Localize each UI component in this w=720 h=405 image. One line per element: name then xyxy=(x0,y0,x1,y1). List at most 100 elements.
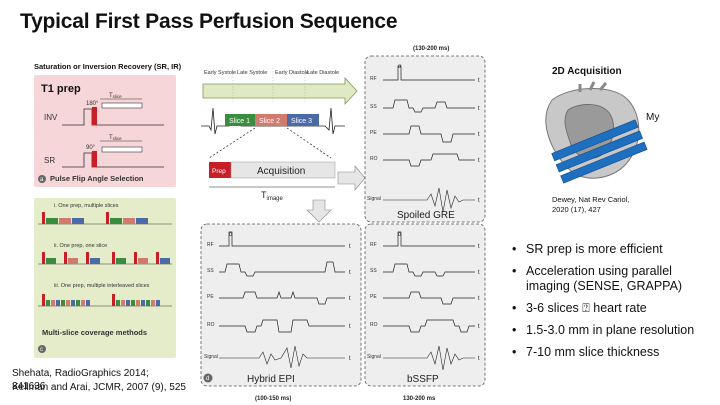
bssfp-ro xyxy=(383,319,475,333)
hybrid-epi-label: Hybrid EPI xyxy=(247,374,295,385)
myo-label: Myo xyxy=(646,112,660,123)
row3-label: iii. One prep, multiple interleaved slic… xyxy=(54,283,150,289)
spoiled-gre-box xyxy=(364,55,486,223)
spoiled-rf xyxy=(383,65,475,81)
hybrid-time-label: (100-150 ms) xyxy=(255,396,291,402)
vessel-stubs xyxy=(578,81,608,92)
bssfp-signal xyxy=(383,345,475,371)
panel-c-tag-circle xyxy=(38,345,46,353)
spoiled-ro xyxy=(383,153,475,167)
acquisition-2d-heading: 2D Acquisition xyxy=(552,66,622,77)
svg-text:t: t xyxy=(349,296,351,302)
tslice-label-inv: Tslice xyxy=(109,93,122,99)
bssfp-box xyxy=(364,223,486,387)
citation-shehata-pages: 341636 xyxy=(12,381,46,392)
sr-label: SR xyxy=(44,156,55,165)
zoom-line-left xyxy=(208,127,256,159)
multi-slice-figure: i. One prep, multiple slices ii. One pre… xyxy=(38,203,172,353)
row2-sequence xyxy=(38,252,172,265)
svg-text:RO: RO xyxy=(207,322,215,328)
zoom-line-right xyxy=(286,127,332,159)
svg-text:t: t xyxy=(478,244,480,250)
arrow-to-hybrid xyxy=(306,199,332,223)
dewey-citation-line2: 2020 (17), 427 xyxy=(552,205,601,214)
inv-prep-pulse xyxy=(92,107,97,125)
arrow-to-spoiled xyxy=(337,165,366,191)
svg-text:t: t xyxy=(478,270,480,276)
svg-text:t: t xyxy=(478,106,480,112)
slice-1-block xyxy=(225,114,255,126)
svg-text:PE: PE xyxy=(370,294,377,300)
slice-3-label: Slice 3 xyxy=(291,118,312,125)
bullet-item: Acceleration using parallel imaging (SEN… xyxy=(512,264,717,294)
sr-waveform xyxy=(62,152,164,168)
spoiled-row-labels: RF SS PE RO Signal xyxy=(367,76,381,202)
row1-label: i. One prep, multiple slices xyxy=(54,203,119,209)
angle-90-label: 90° xyxy=(86,145,96,151)
bssfp-label: bSSFP xyxy=(407,374,439,385)
panel-d-tag-circle xyxy=(203,373,213,383)
inv-waveform xyxy=(62,108,164,126)
slice-3-block xyxy=(287,114,319,126)
key-points-list: SR prep is more efficient Acceleration u… xyxy=(512,242,717,367)
t1-prep-label: T1 prep xyxy=(41,83,81,95)
dewey-citation: Dewey, Nat Rev Cariol, 2020 (17), 427 xyxy=(552,195,629,215)
acquisition-block xyxy=(230,161,336,179)
phase-late-diastole: Late Diastole xyxy=(307,70,339,76)
svg-text:t: t xyxy=(478,198,480,204)
slice-band-1 xyxy=(551,119,639,162)
prep-block xyxy=(209,162,231,178)
phase-late-systole: Late Systole xyxy=(237,70,267,76)
hybrid-epi-box xyxy=(200,223,362,387)
dewey-citation-line1: Dewey, Nat Rev Cariol, xyxy=(552,195,630,204)
acquisition-label: Acquisition xyxy=(257,166,305,177)
bssfp-pe xyxy=(383,291,475,305)
bssfp-rf xyxy=(383,231,475,247)
top-time-label: (130-200 ms) xyxy=(413,46,449,52)
row1-sequence xyxy=(38,212,172,225)
timage-label: Timage xyxy=(261,190,284,202)
phase-early-systole: Early Systole xyxy=(204,70,236,76)
slice-2-block xyxy=(255,114,287,126)
spoiled-signal xyxy=(383,187,475,213)
tslice-label-sr: Tslice xyxy=(109,135,122,141)
cardiac-phase-arrow xyxy=(202,76,358,106)
svg-text:Signal: Signal xyxy=(367,354,381,360)
slice-band-2 xyxy=(555,130,644,173)
hybrid-row-labels: RF SS PE RO Signal xyxy=(204,242,218,360)
hybrid-pe xyxy=(219,290,345,305)
svg-text:SS: SS xyxy=(370,268,377,274)
pulse-flip-angle-figure: T1 prep INV SR 180° 90° Tslice Tslice a … xyxy=(38,83,164,183)
svg-text:SS: SS xyxy=(207,268,214,274)
bssfp-alpha: α xyxy=(398,232,402,238)
row3-sequence xyxy=(38,294,172,307)
sr-prep-pulse xyxy=(92,151,97,167)
panel-a-tag: a xyxy=(40,177,44,183)
svg-text:t: t xyxy=(349,270,351,276)
hybrid-ro xyxy=(219,319,345,333)
citation-shehata: Shehata, RadioGraphics 2014; xyxy=(12,368,149,379)
slice-1-label: Slice 1 xyxy=(229,118,250,125)
svg-text:RF: RF xyxy=(207,242,214,248)
bssfp-row-labels: RF SS PE RO Signal xyxy=(367,242,381,360)
panel-d-tag: d xyxy=(206,376,209,382)
svg-text:t: t xyxy=(349,324,351,330)
spoiled-ss xyxy=(383,99,475,113)
sr-readout-block xyxy=(101,146,143,153)
panel-c-tag: c xyxy=(40,347,43,353)
bullet-item: 3-6 slices ⍰ heart rate xyxy=(512,301,717,316)
hybrid-ss xyxy=(219,261,345,277)
spoiled-alpha: α xyxy=(398,64,402,70)
phase-early-diastole: Early Diastole xyxy=(275,70,309,76)
svg-text:RF: RF xyxy=(370,76,377,82)
panel-a-tag-circle xyxy=(38,175,46,183)
inv-label: INV xyxy=(44,113,58,122)
heart-slices-illustration: Myo xyxy=(545,81,660,184)
pulse-sequence-figure: Early Systole Late Systole Early Diastol… xyxy=(200,46,486,402)
panel-a-caption: Pulse Flip Angle Selection xyxy=(50,174,144,183)
inv-readout-block xyxy=(101,102,143,109)
svg-text:t: t xyxy=(349,244,351,250)
svg-text:t: t xyxy=(478,78,480,84)
